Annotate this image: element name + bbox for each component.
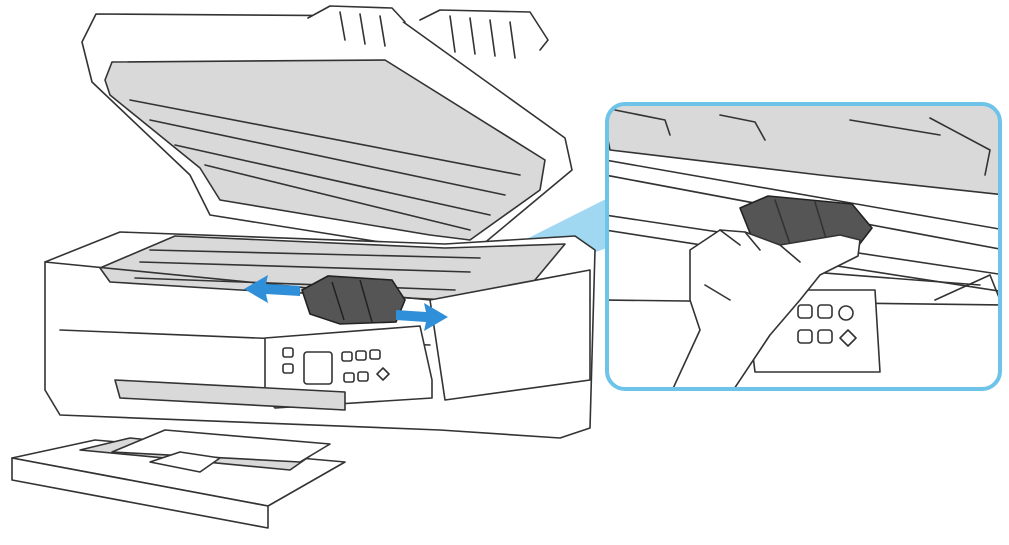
- arrow-left: [244, 275, 300, 303]
- panel-screen: [303, 351, 333, 385]
- print-head-holder: [301, 275, 406, 325]
- tray-handle: [149, 451, 221, 473]
- output-slot: [114, 379, 346, 411]
- zoom-inset: [605, 102, 1002, 391]
- inset-hand: [669, 229, 861, 389]
- inset-fingers: [704, 229, 801, 301]
- printer: [11, 5, 596, 529]
- arrow-right: [396, 303, 448, 331]
- tray-extension: [111, 429, 331, 463]
- lid-ribs: [129, 99, 521, 231]
- tray-front: [11, 457, 269, 529]
- lid-inner: [104, 59, 546, 241]
- panel-buttons: [282, 347, 390, 383]
- lid-hinge-teeth: [339, 11, 516, 59]
- right-panel: [429, 269, 591, 401]
- lid-hinges: [307, 5, 549, 51]
- zoom-border: [605, 102, 1002, 391]
- carriage-rail: [134, 249, 481, 291]
- inset-panel-buttons: [797, 304, 857, 347]
